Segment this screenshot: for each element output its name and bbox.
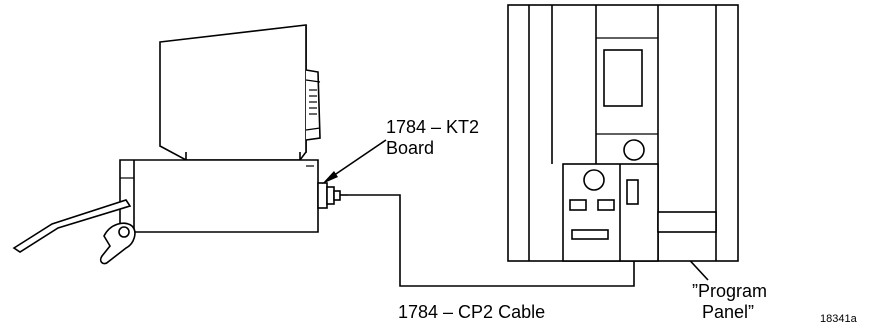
program-panel-label-line1: ”Program: [692, 281, 767, 301]
board-label-line2: Board: [386, 138, 434, 158]
board-label-line1: 1784 – KT2: [386, 117, 479, 137]
program-panel-label-line2: Panel”: [702, 302, 754, 322]
computer-monitor: [159, 24, 321, 161]
cable-label: 1784 – CP2 Cable: [398, 302, 545, 322]
processor-chassis: [507, 4, 739, 262]
board-arrow: [322, 139, 387, 184]
computer-base-unit: [119, 159, 319, 233]
keyboard-stylus: [12, 199, 136, 265]
figure-id: 18341a: [820, 313, 858, 325]
kt2-board-connector: [317, 182, 348, 209]
